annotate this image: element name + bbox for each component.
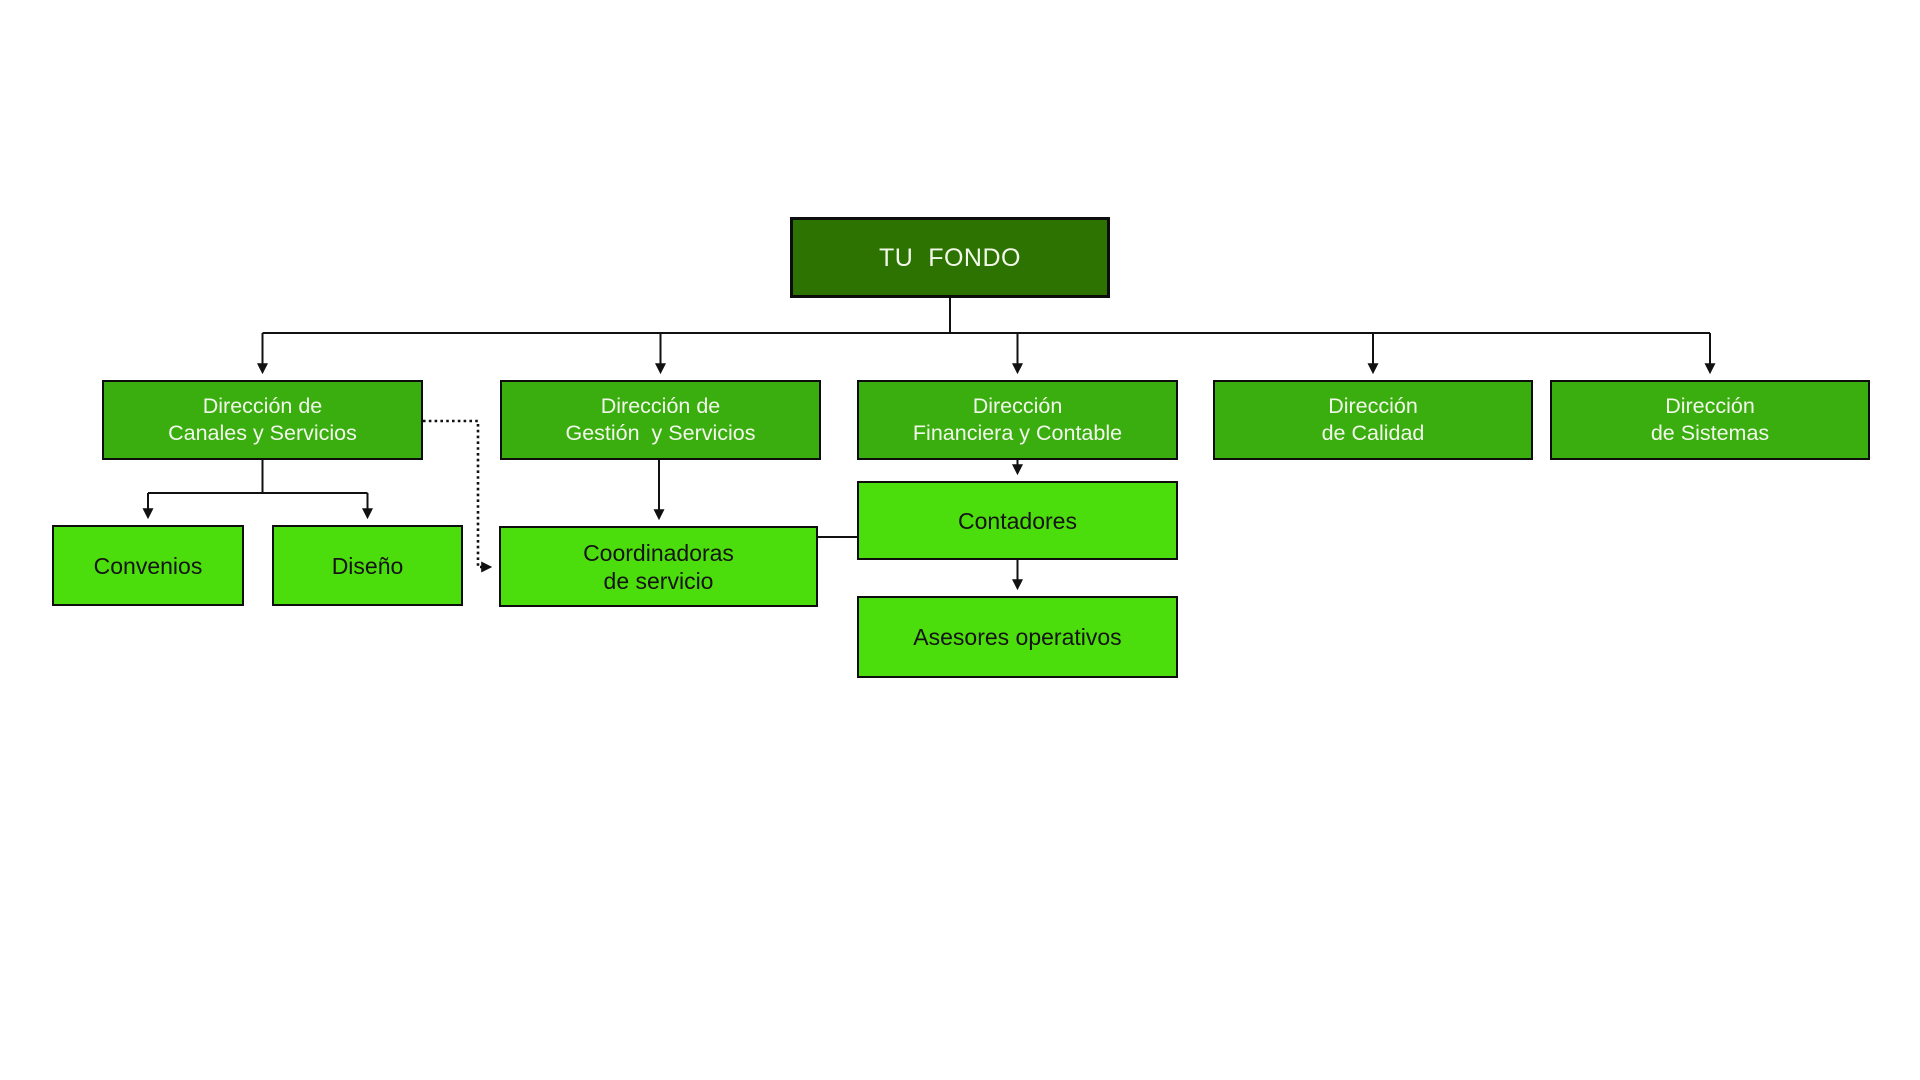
node-label-line: Contadores — [958, 507, 1077, 534]
node-direccion-de-calidad: Dirección de Calidad — [1213, 380, 1533, 460]
node-asesores-operativos: Asesores operativos — [857, 596, 1178, 678]
node-direccion-de-sistemas: Dirección de Sistemas — [1550, 380, 1870, 460]
node-label-line: Dirección de — [202, 394, 323, 418]
node-direccion-gestion-y-servicios: Dirección de Gestión y Servicios — [500, 380, 821, 460]
node-label-line: Dirección — [1328, 394, 1418, 418]
node-label-line: de Calidad — [1321, 421, 1425, 445]
node-label-line: Gestión y Servicios — [565, 421, 756, 445]
node-label-line: Canales y Servicios — [168, 421, 357, 445]
node-contadores: Contadores — [857, 481, 1178, 560]
node-tu-fondo: TU FONDO — [790, 217, 1110, 298]
node-label-line: Dirección de — [600, 394, 721, 418]
node-label-line: Convenios — [93, 552, 203, 579]
node-coordinadoras-de-servicio: Coordinadoras de servicio — [499, 526, 818, 607]
node-label-line: Dirección — [1665, 394, 1755, 418]
node-label-line: Coordinadoras — [583, 539, 734, 566]
node-label-line: Diseño — [331, 552, 404, 579]
node-diseno: Diseño — [272, 525, 463, 606]
node-tu-fondo-label: TU FONDO — [879, 243, 1021, 272]
node-direccion-canales-y-servicios: Dirección de Canales y Servicios — [102, 380, 423, 460]
node-label-line: Financiera y Contable — [912, 421, 1123, 445]
node-direccion-financiera-y-contable: Dirección Financiera y Contable — [857, 380, 1178, 460]
node-label-line: Asesores operativos — [913, 624, 1122, 650]
node-label-line: de Sistemas — [1650, 421, 1770, 445]
node-label-line: Dirección — [972, 394, 1063, 418]
node-label-line: de servicio — [603, 567, 714, 594]
node-convenios: Convenios — [52, 525, 244, 606]
